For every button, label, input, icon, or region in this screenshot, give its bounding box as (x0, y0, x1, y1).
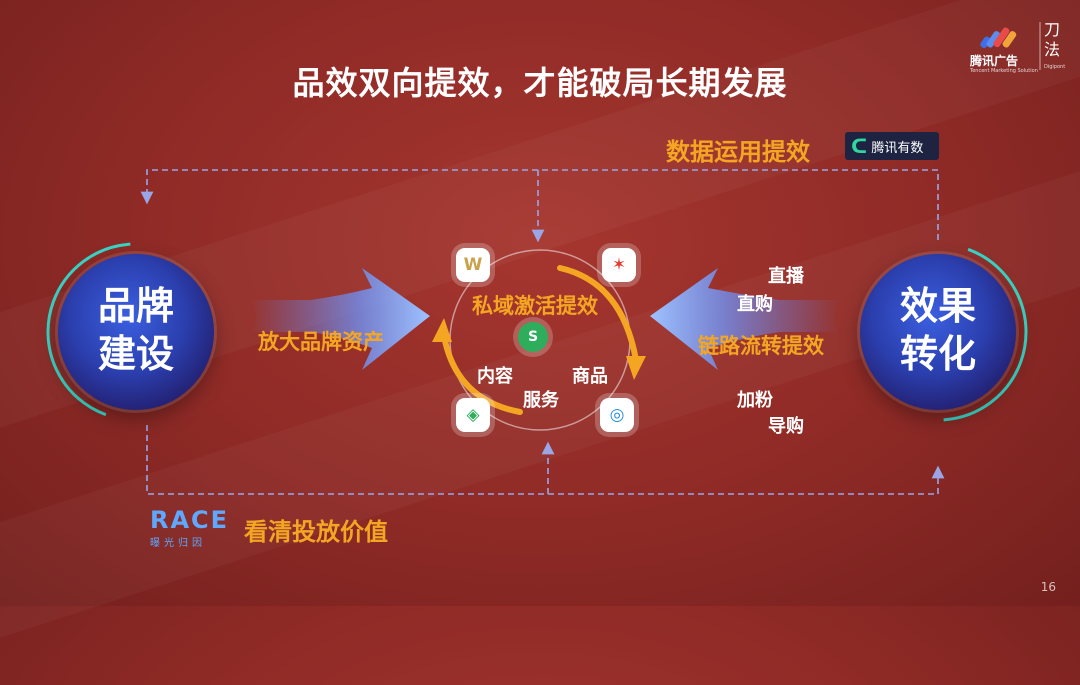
race-sub: 曝光归因 (150, 538, 206, 549)
brand-building-line2: 建设 (97, 332, 174, 376)
orange-cycle-arc-left (441, 333, 523, 415)
effect-conversion-line2: 转化 (899, 332, 976, 376)
race-logo: RACE 曝光归因 (150, 506, 229, 549)
tencent-youshu-badge: ᑕ 腾讯有数 (845, 132, 939, 160)
left-arrow-label: 放大品牌资产 (258, 330, 384, 354)
orange-cycle-head-left (432, 318, 452, 342)
race-word: RACE (150, 506, 230, 534)
center-item-product: 商品 (572, 366, 608, 387)
right-arrow-label: 链路流转提效 (698, 334, 824, 358)
tag-shopping-guide: 导购 (768, 416, 804, 437)
top-label: 数据运用提效 (666, 138, 810, 166)
left-circle-accent-arc (46, 242, 226, 422)
bottom-dashed-connector (146, 425, 945, 495)
tag-direct-buy: 直购 (737, 294, 773, 315)
left-arrow (250, 268, 430, 370)
tag-live: 直播 (768, 266, 804, 287)
brand-building-line1: 品牌 (97, 284, 174, 328)
right-arrow (650, 268, 840, 370)
brand-building-label: 品牌 建设 (58, 282, 214, 378)
right-circle-accent-arc (848, 242, 1028, 422)
brand-tagline: Tencent Marketing Solution (970, 68, 1038, 74)
daofa-word: 刀法 (1044, 20, 1061, 59)
weixin-work-icon: W (456, 248, 490, 282)
center-item-content: 内容 (477, 366, 513, 387)
daofa-sub: Digipont (1044, 64, 1066, 70)
top-dashed-connector (140, 169, 939, 240)
orange-cycle-arc-right (557, 265, 639, 363)
app-blue-icon: ◎ (600, 398, 634, 432)
effect-conversion-line1: 效果 (899, 284, 976, 328)
center-item-service: 服务 (523, 390, 559, 411)
tag-add-fans: 加粉 (737, 390, 773, 411)
brand-logo-mark (980, 22, 1041, 70)
brand-building-circle (58, 254, 214, 410)
app-green-icon: ◈ (456, 398, 490, 432)
page-number: 16 (1040, 580, 1056, 594)
brand-logo: 腾讯广告 Tencent Marketing Solution 刀法 Digip… (964, 18, 1074, 82)
brand-name: 腾讯广告 (970, 54, 1019, 68)
orange-cycle-head-right (626, 356, 646, 380)
diagram-connectors (46, 169, 1028, 495)
bottom-label: 看清投放价值 (244, 518, 388, 546)
badge-text: 腾讯有数 (871, 140, 924, 156)
effect-conversion-label: 效果 转化 (860, 282, 1016, 378)
youshu-logo-icon: ᑕ (851, 134, 868, 158)
effect-conversion-circle (860, 254, 1016, 410)
center-title: 私域激活提效 (472, 294, 598, 318)
mini-program-icon: S (518, 322, 548, 352)
app-red-icon: ✶ (602, 248, 636, 282)
page-title: 品效双向提效，才能破局长期发展 (292, 64, 788, 102)
